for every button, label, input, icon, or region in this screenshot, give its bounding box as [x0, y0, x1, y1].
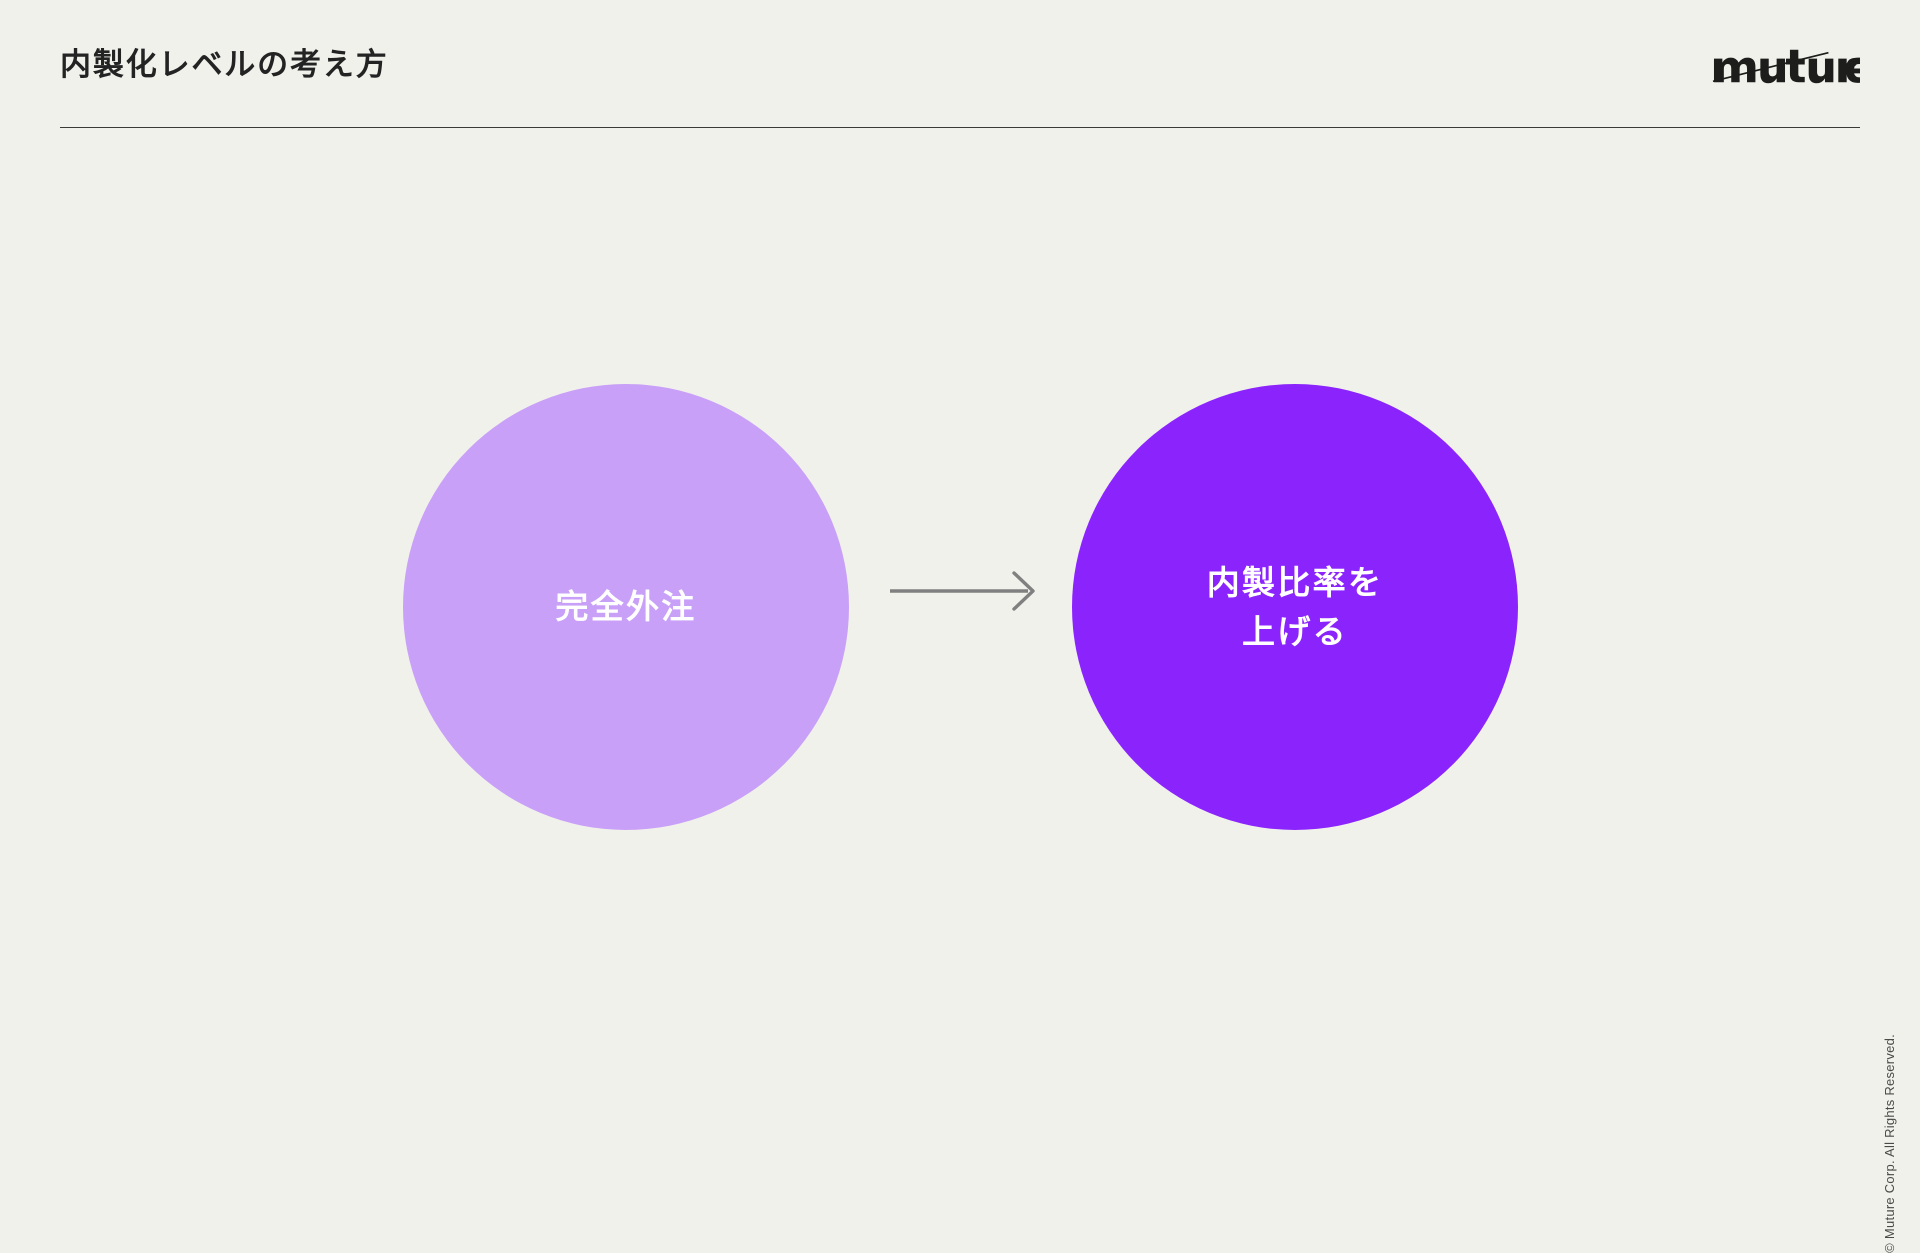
slide-header: 内製化レベルの考え方 — [60, 30, 1860, 100]
node-current-state[interactable]: 完全外注 — [403, 384, 849, 830]
copyright-text: © Muture Corp. All Rights Reserved. — [1882, 1034, 1897, 1253]
node-current-state-label: 完全外注 — [555, 588, 697, 626]
copyright-notice: © Muture Corp. All Rights Reserved. — [1882, 1034, 1897, 1253]
diagram-canvas: 完全外注 内製比率を 上げる — [403, 384, 1518, 830]
slide-canvas: 内製化レベルの考え方 — [60, 30, 1897, 1253]
muture-wordmark-logo — [1712, 43, 1860, 87]
node-target-state[interactable]: 内製比率を 上げる — [1072, 384, 1518, 830]
progression-arrow-icon — [884, 568, 1040, 614]
node-target-state-label: 内製比率を 上げる — [1206, 563, 1384, 651]
header-divider — [60, 127, 1860, 128]
page-title: 内製化レベルの考え方 — [60, 47, 389, 83]
